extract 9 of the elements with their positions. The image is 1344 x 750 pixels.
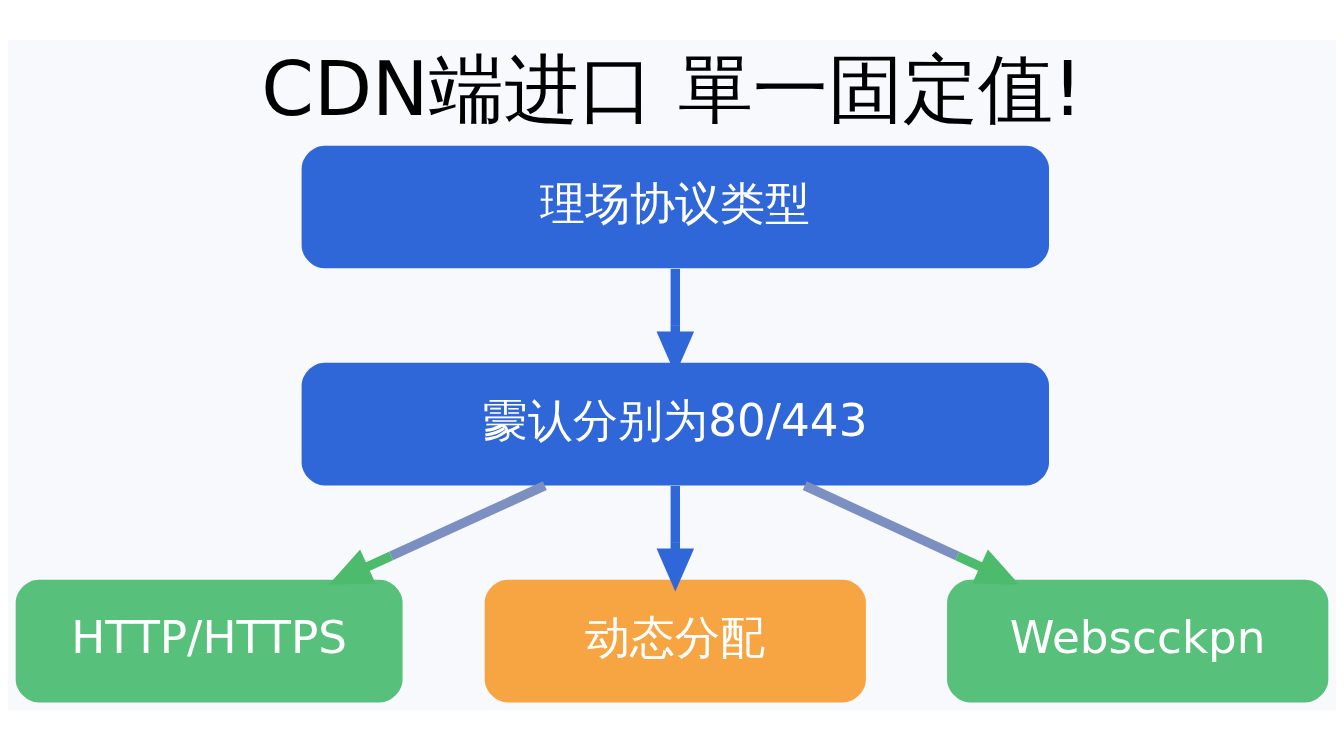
node-box: HTTP/HTTPS — [15, 579, 403, 703]
node-box: 霥认分别为80/443 — [301, 362, 1049, 486]
node-box: 理场协议类型 — [301, 145, 1049, 269]
node-box: Webscckpn — [947, 579, 1329, 703]
arrow — [656, 485, 695, 592]
diagram-title: CDN端进口 單一固定值! — [261, 45, 1083, 134]
arrow — [328, 481, 547, 585]
node-box: 动态分配 — [484, 579, 866, 703]
arrow — [802, 481, 1019, 585]
